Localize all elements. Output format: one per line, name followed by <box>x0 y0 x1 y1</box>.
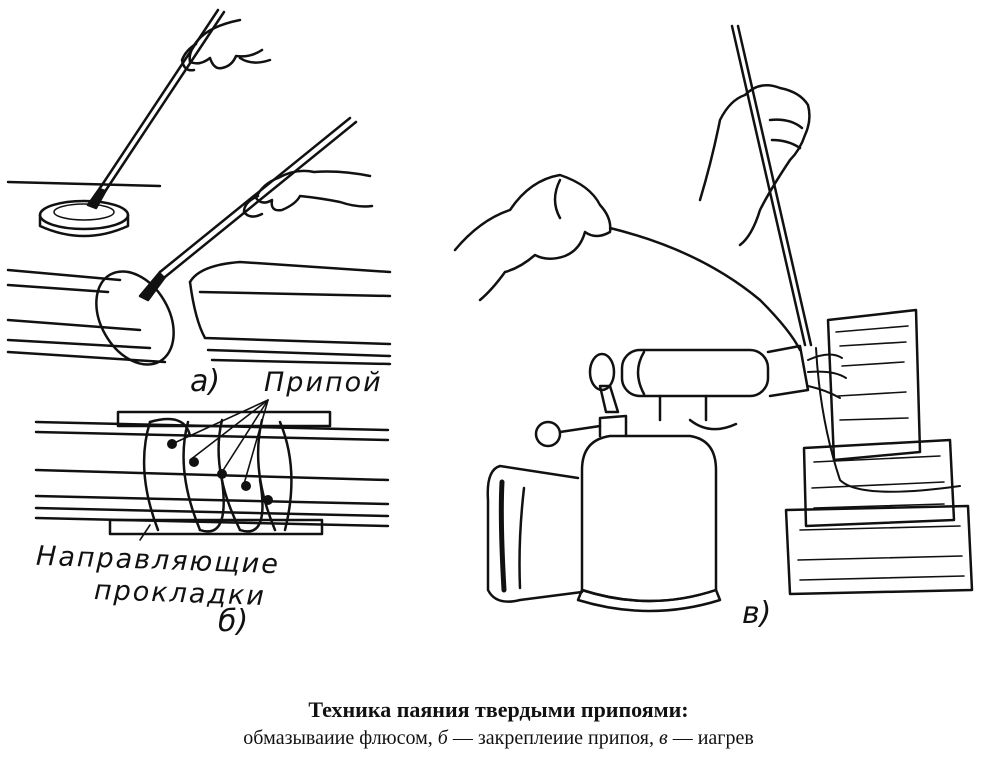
panel-v-label: в) <box>742 596 772 631</box>
brush-on-pipe <box>138 116 358 302</box>
caption-letter-b: б <box>437 727 448 749</box>
hand-right-icon <box>698 83 811 247</box>
firebrick-stack <box>784 308 974 596</box>
caption-part-1: обмазываиие флюсом, <box>243 727 438 749</box>
soldering-technique-illustration <box>6 8 974 613</box>
solder-wire <box>608 226 802 352</box>
figure-caption-title: Техника паяния твердыми припоями: <box>308 697 689 722</box>
blowtorch <box>486 344 847 613</box>
flux-dish <box>38 199 130 238</box>
panel-a-label: а) <box>190 364 221 399</box>
solder-label: Припой <box>264 367 383 398</box>
brush-in-dish <box>86 8 226 210</box>
hand-left-icon <box>453 173 612 302</box>
panel-a-flux-application <box>6 8 392 366</box>
figure-caption-subtitle: обмазываиие флюсом, б — закреплеиие прип… <box>0 727 997 750</box>
hand-upper-left-icon <box>180 18 272 72</box>
panel-b-label: б) <box>218 604 249 639</box>
caption-part-2: — закреплеиие припоя, <box>447 727 659 749</box>
caption-letter-v: в <box>659 727 668 749</box>
hand-middle-left-icon <box>242 169 374 218</box>
panel-v-heating <box>453 24 974 613</box>
pipe-section-a <box>6 260 392 366</box>
caption-part-3: — иагрев <box>667 727 754 749</box>
panel-b-solder-fixing <box>34 399 390 541</box>
